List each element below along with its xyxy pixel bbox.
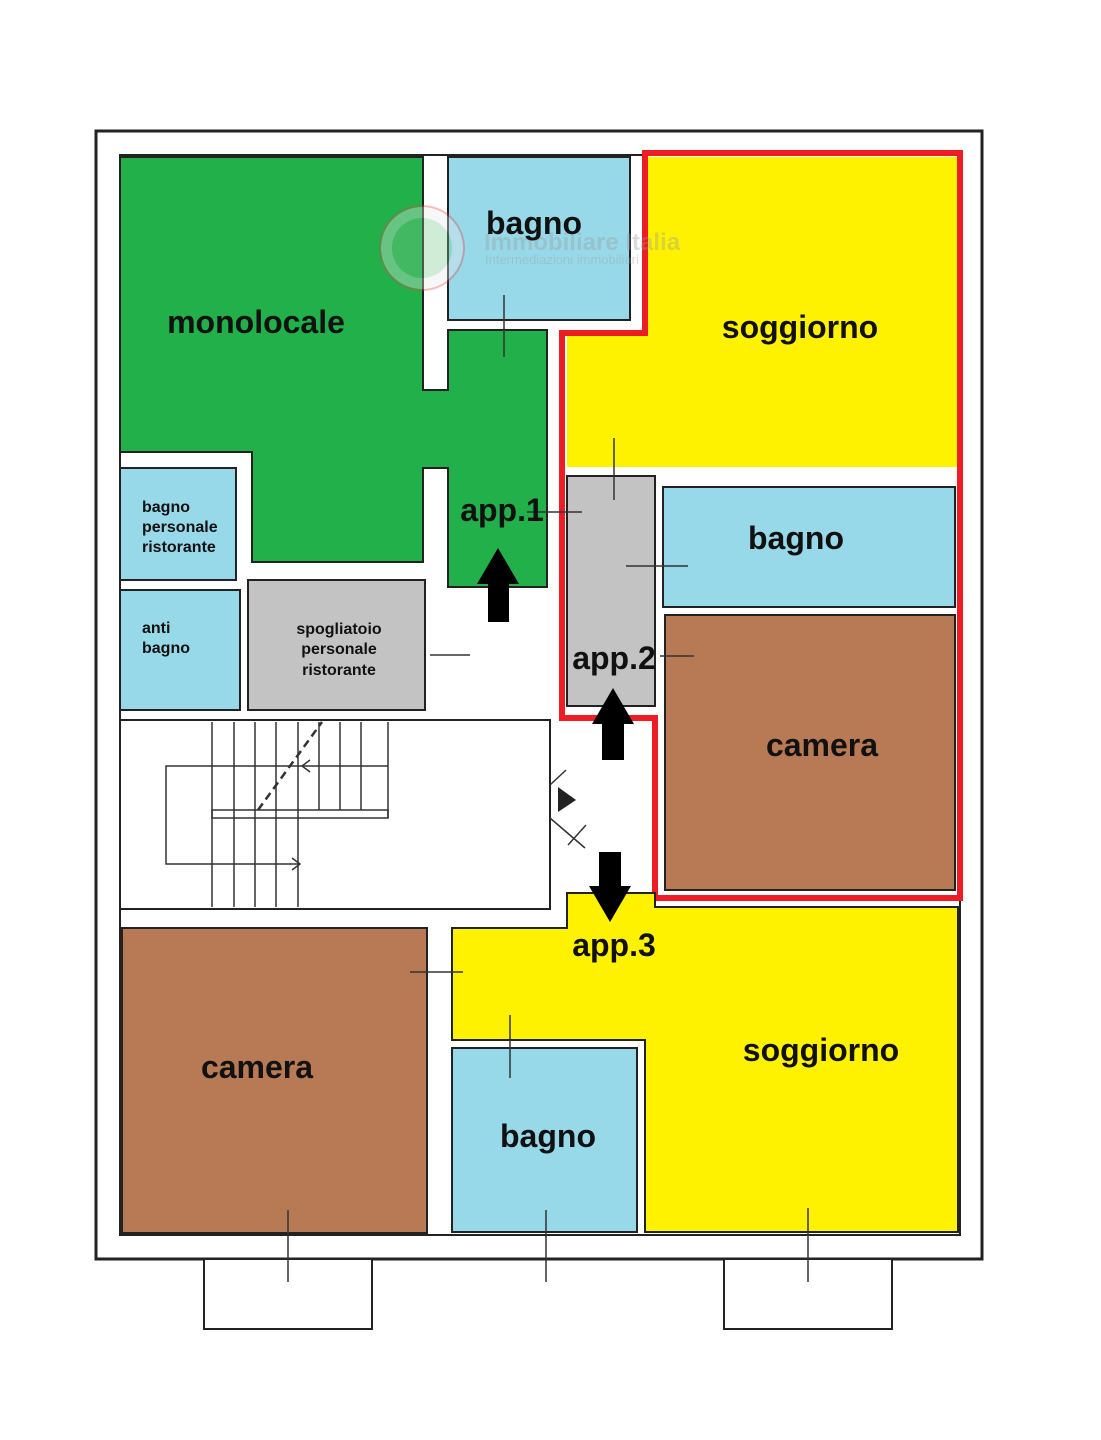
room-spogliatoio — [247, 579, 426, 711]
room-bagno-personale — [119, 467, 237, 581]
label-bagno-right: bagno — [748, 520, 844, 556]
arrow-down-app3-icon — [589, 852, 631, 922]
arrow-up-app1-icon — [477, 548, 519, 622]
label-spogliatoio-1: spogliatoio — [296, 621, 382, 638]
stairs — [165, 721, 389, 907]
room-soggiorno-top — [567, 157, 958, 467]
label-bagno-personale-1: bagno — [142, 499, 190, 516]
label-anti-bagno-1: anti — [142, 620, 170, 637]
room-bagno-top — [447, 156, 631, 321]
label-app2: app.2 — [572, 640, 656, 676]
room-soggiorno-bottom — [451, 892, 959, 1233]
room-camera-right — [664, 614, 956, 891]
label-bagno-personale-2: personale — [142, 519, 218, 536]
label-bagno-personale-3: ristorante — [142, 539, 216, 556]
room-monolocale — [119, 156, 548, 588]
label-bagno-bottom: bagno — [500, 1118, 596, 1154]
arrow-up-app2-icon — [592, 688, 634, 760]
room-app2-corridor — [566, 475, 656, 707]
label-spogliatoio-3: ristorante — [302, 662, 376, 679]
label-camera-right: camera — [766, 727, 878, 763]
room-bagno-right — [662, 486, 956, 608]
label-app1: app.1 — [460, 492, 544, 528]
label-soggiorno-top: soggiorno — [722, 309, 878, 345]
label-camera-bottom: camera — [201, 1049, 313, 1085]
label-monolocale: monolocale — [167, 304, 345, 340]
stairwell — [119, 719, 551, 910]
balcony-right — [723, 1258, 893, 1330]
label-spogliatoio-2: personale — [301, 641, 377, 658]
highlight-border-app2 — [559, 150, 963, 901]
room-bagno-bottom — [451, 1047, 638, 1233]
label-bagno-top: bagno — [486, 205, 582, 241]
watermark-logo — [379, 205, 465, 291]
watermark-title: Immobiliare Italia — [484, 229, 681, 256]
label-app3: app.3 — [572, 927, 656, 963]
door-marks — [287, 295, 809, 1282]
label-anti-bagno-2: bagno — [142, 640, 190, 657]
label-soggiorno-bottom: soggiorno — [743, 1032, 899, 1068]
entrance-marker-icon — [558, 787, 576, 812]
room-camera-bottom — [121, 927, 428, 1234]
watermark-subtitle: Intermediazioni immobiliari — [485, 252, 639, 267]
room-anti-bagno — [119, 589, 241, 711]
